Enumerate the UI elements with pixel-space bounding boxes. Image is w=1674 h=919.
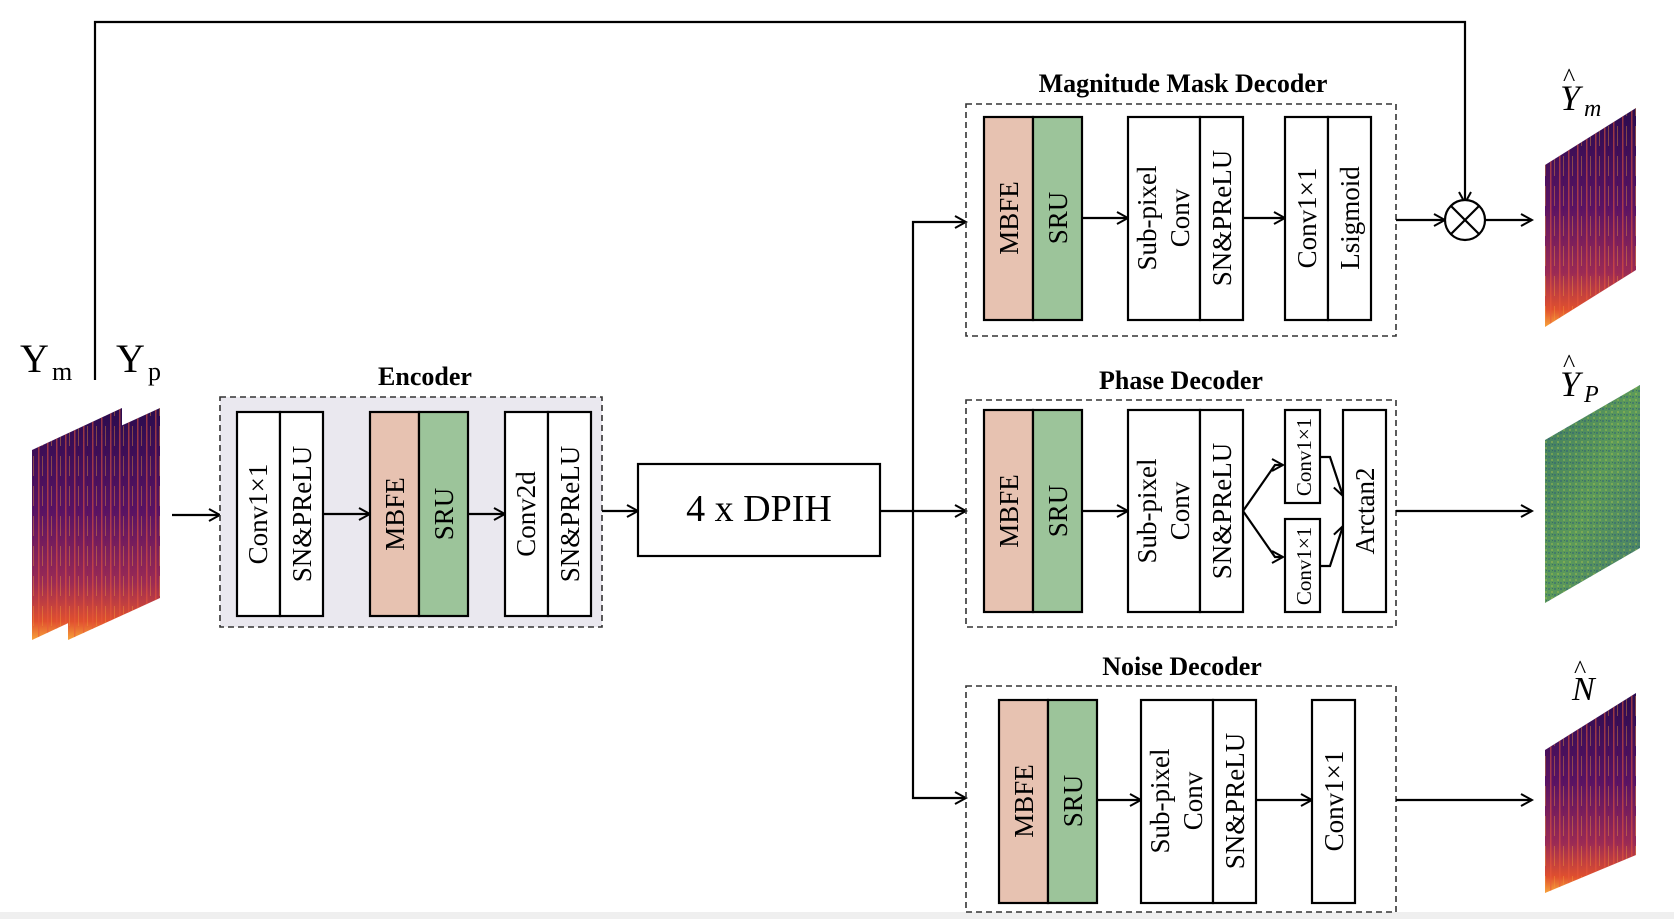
output-spectrogram-yp bbox=[1545, 385, 1640, 603]
magnitude-subpixel-line1: Sub-pixel bbox=[1132, 166, 1162, 271]
noise-mbfe-sru-block: MBFE SRU bbox=[997, 698, 1099, 905]
magnitude-conv-label: Conv1×1 bbox=[1292, 168, 1322, 269]
phase-mbfe-label: MBFE bbox=[994, 474, 1024, 548]
noise-subpixel-block: Sub-pixel Conv SN&PReLU bbox=[1139, 698, 1258, 905]
phase-sru-label: SRU bbox=[1043, 485, 1073, 538]
phase-subpixel-block: Sub-pixel Conv SN&PReLU bbox=[1126, 408, 1245, 614]
magnitude-decoder-title: Magnitude Mask Decoder bbox=[1039, 69, 1328, 98]
phase-conv-top-block: Conv1×1 bbox=[1283, 408, 1322, 505]
encoder-conv2d-label: Conv2d bbox=[511, 471, 541, 557]
phase-conv-top-label: Conv1×1 bbox=[1292, 418, 1316, 496]
phase-arctan-block: Arctan2 bbox=[1341, 408, 1388, 614]
svg-text:^: ^ bbox=[1563, 349, 1575, 378]
svg-text:N: N bbox=[1571, 671, 1597, 708]
noise-decoder-title: Noise Decoder bbox=[1102, 652, 1262, 681]
magnitude-snprelu-label: SN&PReLU bbox=[1207, 150, 1237, 287]
noise-subpixel-line2: Conv bbox=[1178, 771, 1208, 830]
phase-decoder-frame bbox=[965, 399, 1397, 628]
encoder-mbfe-sru-block: MBFE SRU bbox=[368, 410, 470, 618]
noise-conv-block: Conv1×1 bbox=[1310, 698, 1357, 905]
magnitude-mbfe-label: MBFE bbox=[994, 181, 1024, 255]
phase-conv-top-to-arctan bbox=[1320, 455, 1343, 496]
magnitude-lsigmoid-label: Lsigmoid bbox=[1335, 166, 1365, 270]
svg-text:P: P bbox=[1583, 382, 1599, 408]
magnitude-mbfe-sru-block: MBFE SRU bbox=[982, 115, 1084, 322]
phase-subpixel-line1: Sub-pixel bbox=[1132, 459, 1162, 564]
output-spectrogram-n bbox=[1545, 693, 1636, 893]
dpih-block: 4 x DPIH bbox=[636, 462, 882, 558]
branch-to-magnitude bbox=[911, 222, 966, 511]
magnitude-conv-lsigmoid-block: Conv1×1 Lsigmoid bbox=[1283, 115, 1373, 322]
phase-conv-bottom-to-arctan bbox=[1320, 526, 1343, 568]
svg-text:Y: Y bbox=[20, 336, 49, 381]
skip-connection-wire bbox=[93, 20, 1467, 380]
encoder-title: Encoder bbox=[378, 362, 472, 391]
noise-subpixel-line1: Sub-pixel bbox=[1145, 749, 1175, 854]
svg-text:Y: Y bbox=[116, 336, 145, 381]
phase-mbfe-sru-block: MBFE SRU bbox=[982, 408, 1084, 614]
magnitude-sru-label: SRU bbox=[1043, 192, 1073, 245]
svg-text:Y: Y bbox=[1560, 78, 1584, 118]
noise-snprelu-label: SN&PReLU bbox=[1220, 733, 1250, 870]
phase-conv-bottom-block: Conv1×1 bbox=[1283, 517, 1322, 614]
bottom-strip bbox=[0, 912, 1674, 919]
noise-conv-label: Conv1×1 bbox=[1319, 751, 1349, 852]
phase-split-up-arrow bbox=[1242, 465, 1283, 512]
magnitude-subpixel-block: Sub-pixel Conv SN&PReLU bbox=[1126, 115, 1245, 322]
output-label-yp-hat: Y ^ P bbox=[1560, 349, 1599, 408]
phase-split-down-arrow bbox=[1242, 510, 1283, 557]
encoder-snprelu2-label: SN&PReLU bbox=[555, 446, 585, 583]
svg-text:^: ^ bbox=[1574, 655, 1586, 684]
phase-arctan-label: Arctan2 bbox=[1350, 468, 1380, 555]
input-label-ym: Y m bbox=[20, 336, 72, 386]
input-spectrogram-yp bbox=[68, 408, 160, 640]
svg-text:p: p bbox=[148, 357, 161, 386]
svg-text:m: m bbox=[52, 357, 72, 386]
output-label-ym-hat: Y ^ m bbox=[1560, 63, 1601, 122]
dpih-label: 4 x DPIH bbox=[686, 488, 832, 530]
encoder-conv2d-block: Conv2d SN&PReLU bbox=[503, 410, 593, 618]
encoder-snprelu-label: SN&PReLU bbox=[287, 446, 317, 583]
encoder-sru-label: SRU bbox=[429, 488, 459, 541]
encoder-conv1x1-block: Conv1×1 SN&PReLU bbox=[235, 410, 325, 618]
multiply-operator bbox=[1443, 198, 1487, 242]
noise-sru-label: SRU bbox=[1058, 775, 1088, 828]
input-label-yp: Y p bbox=[116, 336, 161, 386]
svg-text:^: ^ bbox=[1563, 63, 1575, 92]
branch-to-noise bbox=[911, 511, 966, 798]
output-label-n-hat: N ^ bbox=[1571, 655, 1597, 708]
noise-mbfe-label: MBFE bbox=[1009, 764, 1039, 838]
phase-subpixel-line2: Conv bbox=[1165, 481, 1195, 540]
phase-decoder-title: Phase Decoder bbox=[1099, 366, 1263, 395]
encoder-mbfe-label: MBFE bbox=[380, 477, 410, 551]
magnitude-subpixel-line2: Conv bbox=[1165, 188, 1195, 247]
encoder-conv1x1-label: Conv1×1 bbox=[243, 464, 273, 565]
phase-conv-bottom-label: Conv1×1 bbox=[1292, 527, 1316, 605]
svg-text:Y: Y bbox=[1560, 364, 1584, 404]
output-spectrogram-ym bbox=[1545, 108, 1636, 327]
phase-snprelu-label: SN&PReLU bbox=[1207, 443, 1237, 580]
svg-text:m: m bbox=[1584, 96, 1601, 122]
